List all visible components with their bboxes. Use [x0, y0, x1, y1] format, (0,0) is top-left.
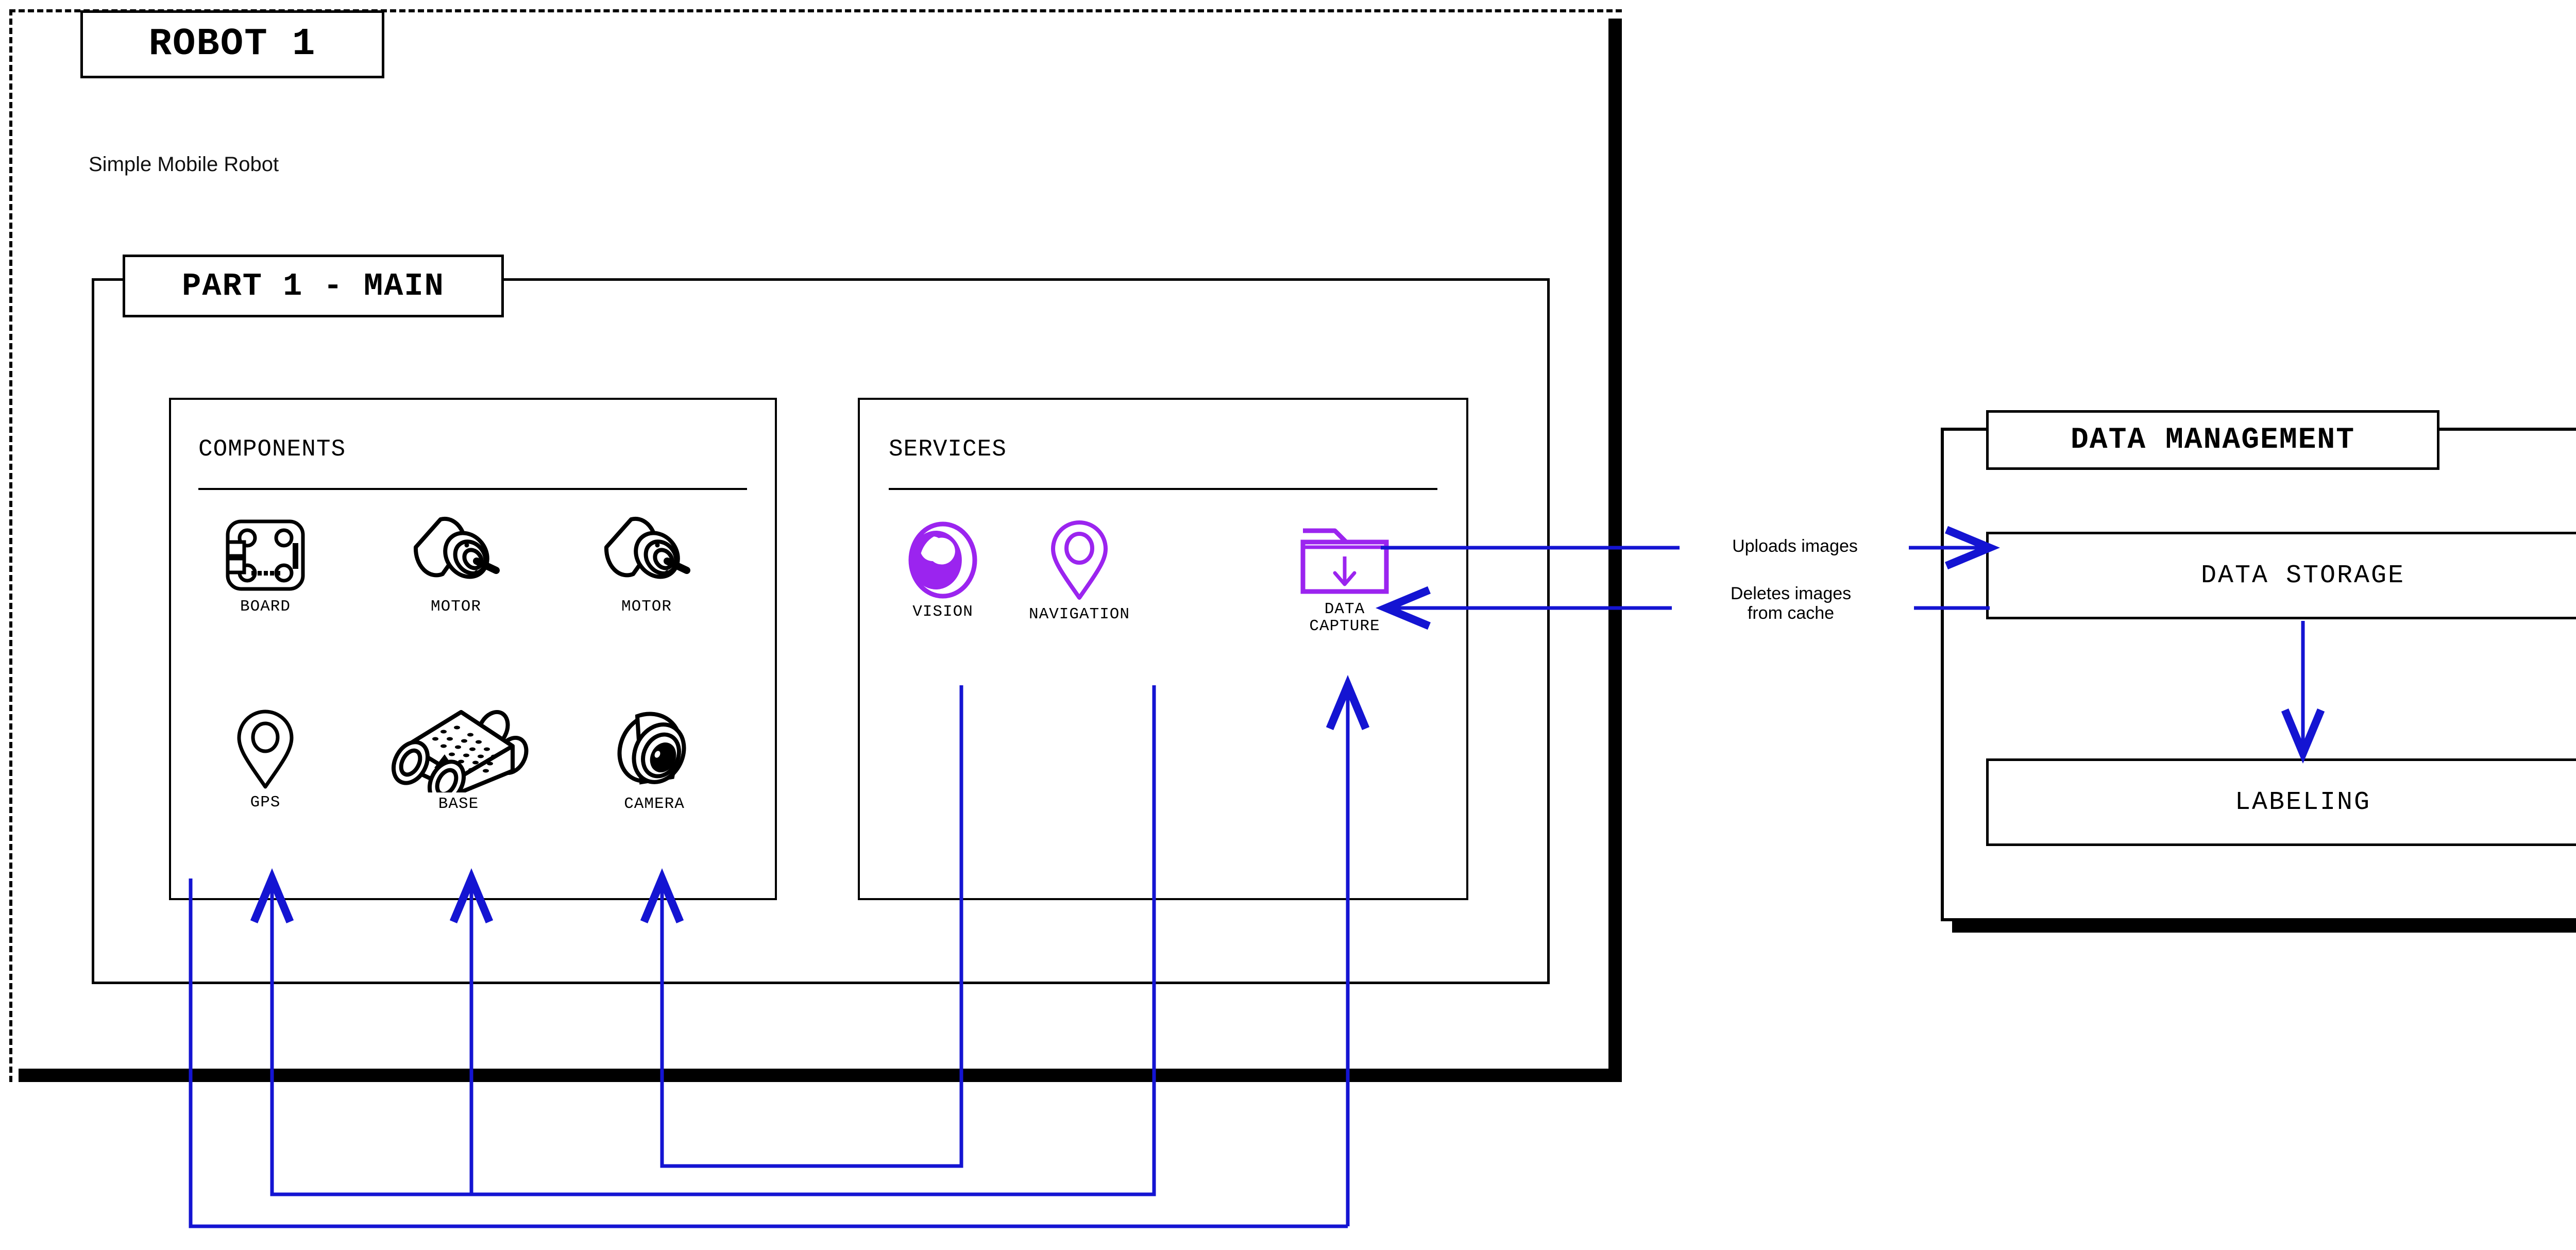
circuit-board-icon: [226, 519, 305, 591]
data-management-title: DATA MANAGEMENT: [2070, 423, 2355, 457]
map-pin-outline-icon: [1051, 520, 1108, 600]
motor-icon: [604, 516, 690, 579]
services-panel-title: SERVICES: [889, 436, 1007, 463]
map-pin-icon: [237, 710, 294, 789]
component-item-gps[interactable]: GPS: [214, 708, 317, 811]
labeling-label: LABELING: [2234, 787, 2371, 817]
robot-subtitle: Simple Mobile Robot: [89, 153, 279, 176]
folder-download-icon: [1300, 528, 1389, 594]
wire-data-capture-rail: [189, 879, 1348, 1228]
edge-label-uploads: Uploads images: [1681, 536, 1909, 556]
robot-boundary-dashed-left: [9, 9, 12, 1082]
service-label-data-capture: DATA CAPTURE: [1309, 600, 1380, 636]
motor-icon: [413, 516, 500, 579]
services-panel-rule: [889, 488, 1437, 490]
part-1-main-title: PART 1 - MAIN: [182, 267, 445, 305]
camera-lens-icon: [617, 712, 686, 785]
components-panel: [169, 398, 777, 900]
service-item-vision[interactable]: VISION: [889, 520, 997, 620]
component-label-camera: CAMERA: [624, 795, 685, 813]
data-storage-label: DATA STORAGE: [2200, 561, 2405, 590]
wire-navigation-to-gps: [272, 879, 832, 1196]
component-label-base: BASE: [438, 795, 479, 813]
component-label-motor-1: MOTOR: [430, 598, 481, 616]
component-label-gps: GPS: [250, 793, 281, 812]
eye-icon: [908, 521, 977, 599]
data-management-title-chip: DATA MANAGEMENT: [1986, 410, 2439, 470]
component-item-motor-2[interactable]: MOTOR: [587, 510, 706, 615]
robot-1-container: [9, 9, 1622, 1082]
robot-1-title: ROBOT 1: [148, 23, 316, 66]
robot-boundary-right: [1608, 19, 1622, 1082]
component-item-motor-1[interactable]: MOTOR: [397, 510, 515, 615]
service-label-navigation: NAVIGATION: [1028, 605, 1130, 623]
components-panel-title: COMPONENTS: [198, 436, 346, 463]
edge-label-deletes: Deletes images from cache: [1672, 584, 1910, 623]
part-1-main-title-chip: PART 1 - MAIN: [123, 255, 504, 317]
robot-1-title-chip: ROBOT 1: [80, 10, 384, 78]
component-item-base[interactable]: BASE: [381, 705, 536, 813]
wire-vision-to-camera: [662, 685, 963, 1168]
component-item-camera[interactable]: CAMERA: [598, 705, 711, 813]
service-label-vision: VISION: [912, 603, 973, 621]
robot-base-icon: [391, 710, 529, 792]
service-item-data-capture[interactable]: DATA CAPTURE: [1283, 520, 1406, 635]
robot-boundary-bottom: [19, 1069, 1622, 1082]
component-label-board: BOARD: [240, 598, 291, 616]
component-label-motor-2: MOTOR: [621, 598, 672, 616]
data-storage-block[interactable]: DATA STORAGE: [1986, 532, 2576, 619]
robot-boundary-dashed-top: [9, 9, 1622, 12]
labeling-block[interactable]: LABELING: [1986, 758, 2576, 846]
components-panel-rule: [198, 488, 747, 490]
component-item-board[interactable]: BOARD: [206, 515, 325, 615]
wire-navigation-to-base: [471, 685, 1156, 1196]
service-item-navigation[interactable]: NAVIGATION: [999, 520, 1159, 623]
